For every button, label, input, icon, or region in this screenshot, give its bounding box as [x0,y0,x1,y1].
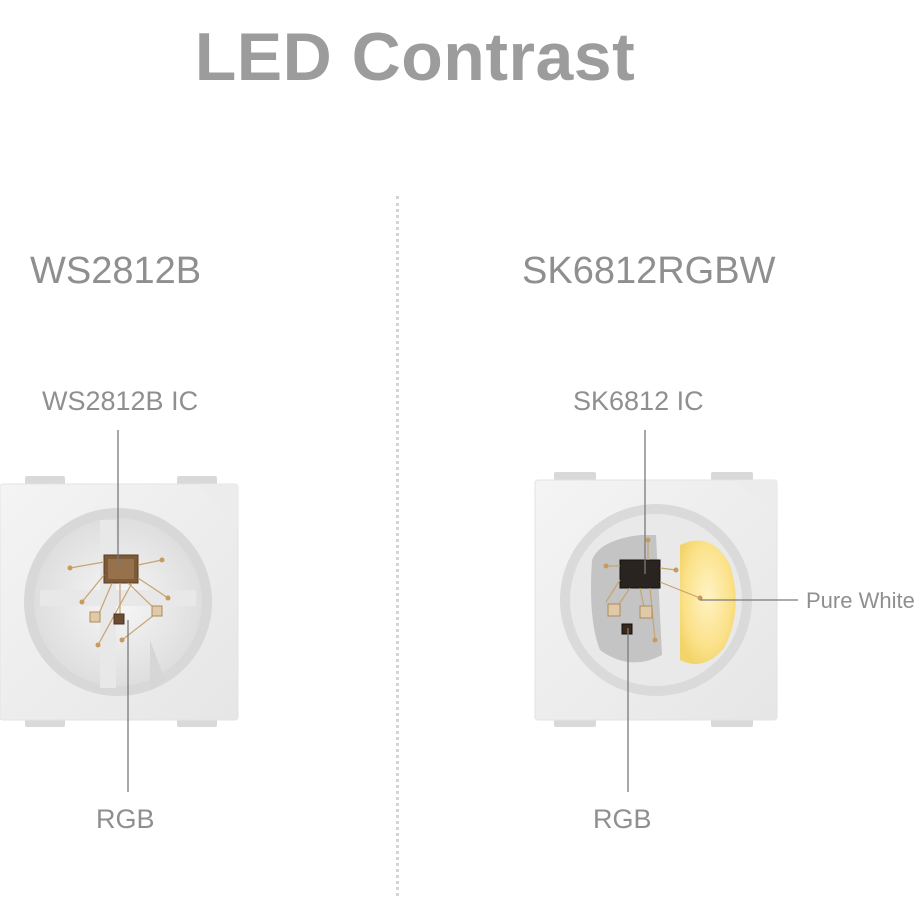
center-divider [396,196,399,896]
left-led-corner [196,484,238,526]
left-led-pad [177,476,217,485]
left-led-partition [40,520,196,688]
right-led-corner [735,480,777,522]
right-led-die-green [621,623,633,635]
left-led-die-red [89,611,101,623]
right-panel-title: SK6812RGBW [522,250,776,292]
left-led-die-blue [151,605,163,617]
left-led-die-green [113,613,125,625]
ws2812b-ic-die [108,559,134,579]
right-ic-label: SK6812 IC [573,386,704,416]
left-panel-title: WS2812B [30,250,202,292]
right-rgb-label: RGB [593,804,652,834]
left-led-notch [150,640,165,690]
right-led-die-blue [639,605,653,619]
pure-white-label: Pure White [806,588,915,613]
ws2812b-led [0,476,239,727]
left-ic-label: WS2812B IC [42,386,199,416]
right-bond-dots [603,537,703,643]
pure-white-phosphor [680,540,736,664]
right-led-die-red [607,603,621,617]
left-rgb-label: RGB [96,804,155,834]
right-led-pad [711,472,753,481]
page-title: LED Contrast [194,19,636,95]
sk6812-ic-chip [619,559,661,589]
right-led-pad [554,472,596,481]
left-bond-dots [67,557,171,648]
left-led-pad [25,476,65,485]
sk6812rgbw-led [534,472,778,727]
